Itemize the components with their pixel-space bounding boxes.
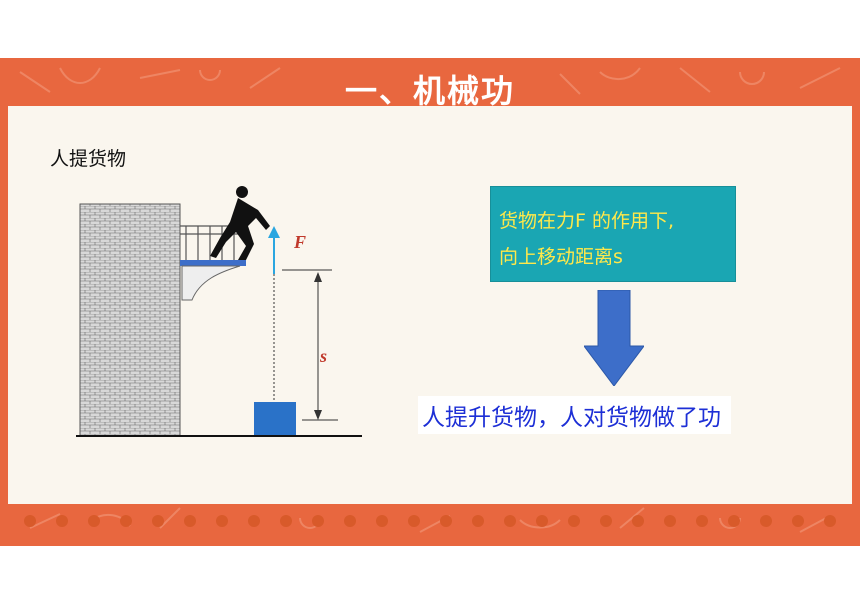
lifting-diagram: F s [76,186,362,437]
title-bar: 一、机械功 [0,60,860,110]
info-line-2: 向上移动距离s [499,246,623,268]
info-line-1: 货物在力F 的作用下, [499,210,675,232]
distance-label: s [319,346,327,366]
slide-title: 一、机械功 [344,72,515,110]
content-panel: 人提货物 F [8,106,852,504]
person-silhouette [210,186,270,260]
down-arrow-icon [584,290,644,386]
cargo-box [254,402,296,436]
conclusion-text: 人提升货物，人对货物做了功 [418,396,731,434]
subtitle: 人提货物 [50,148,127,170]
balcony-bracket [181,265,241,301]
balcony-floor [180,260,246,266]
brick-wall [79,203,181,437]
info-box: 货物在力F 的作用下, 向上移动距离s [490,186,736,282]
doodle-pattern [19,67,841,533]
force-label: F [293,232,306,252]
dot-border [24,515,836,527]
